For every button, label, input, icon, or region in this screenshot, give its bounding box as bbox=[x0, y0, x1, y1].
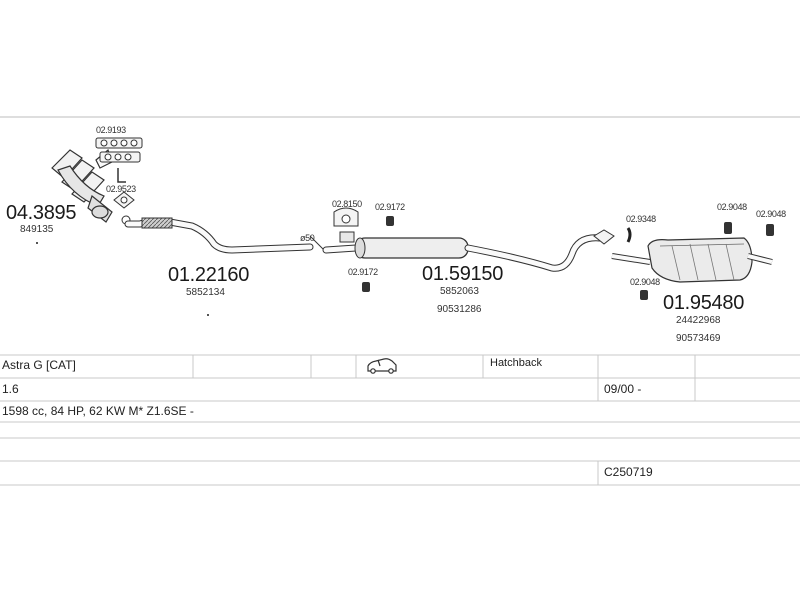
part-ref-849135: 849135 bbox=[20, 224, 54, 235]
fitting-label: 02.9193 bbox=[96, 125, 126, 135]
hanger-02-9048-c bbox=[640, 290, 648, 300]
part-ref-5852063: 5852063 bbox=[440, 286, 479, 297]
part-ref-5852134: 5852134 bbox=[186, 287, 225, 298]
marker-dot bbox=[207, 314, 209, 316]
fitting-label: 02.8150 bbox=[332, 199, 362, 209]
car-icon bbox=[367, 358, 397, 374]
pipe-diameter-label: ø50 bbox=[300, 233, 315, 243]
engine-cell: 1.6 bbox=[2, 382, 19, 396]
part-ref-24422968: 24422968 bbox=[676, 315, 721, 326]
part-number-01-59150: 01.59150 bbox=[422, 263, 504, 285]
part-number-04-3895: 04.3895 bbox=[6, 202, 77, 224]
fitting-label: 02.9172 bbox=[375, 202, 405, 212]
fitting-label: 02.9048 bbox=[717, 202, 747, 212]
hanger-02-9048-b bbox=[766, 224, 774, 236]
gasket-02-9193 bbox=[95, 137, 143, 163]
model-cell: Astra G [CAT] bbox=[2, 358, 76, 372]
clip-icon bbox=[117, 168, 126, 183]
fitting-label: 02.9348 bbox=[626, 214, 656, 224]
fitting-label: 02.9048 bbox=[630, 277, 660, 287]
date-range-cell: 09/00 - bbox=[604, 382, 642, 396]
engine-spec-cell: 1598 cc, 84 HP, 62 KW M* Z1.6SE - bbox=[2, 404, 194, 418]
hanger-02-9048-a bbox=[724, 222, 732, 234]
marker-dot bbox=[36, 242, 38, 244]
fitting-label: 02.9048 bbox=[756, 209, 786, 219]
part-number-01-95480: 01.95480 bbox=[663, 292, 745, 314]
front-pipe bbox=[124, 217, 314, 254]
pipe-end-marker bbox=[309, 235, 325, 251]
hanger-02-9172-a bbox=[386, 216, 394, 226]
hanger-02-9172-b bbox=[362, 282, 370, 292]
mount-02-8150 bbox=[333, 207, 359, 243]
fitting-label: 02.9172 bbox=[348, 267, 378, 277]
manifold-catalyst bbox=[51, 148, 113, 223]
part-ref-90573469: 90573469 bbox=[676, 333, 721, 344]
part-ref-90531286: 90531286 bbox=[437, 304, 482, 315]
flange-02-9348 bbox=[593, 227, 632, 245]
body-type-cell: Hatchback bbox=[490, 357, 542, 369]
flange-02-9523 bbox=[113, 191, 135, 225]
part-number-01-22160: 01.22160 bbox=[168, 264, 250, 286]
fitting-label: 02.9523 bbox=[106, 184, 136, 194]
rear-silencer bbox=[611, 237, 773, 283]
catalog-code-cell: C250719 bbox=[604, 465, 653, 479]
middle-silencer bbox=[322, 234, 604, 272]
